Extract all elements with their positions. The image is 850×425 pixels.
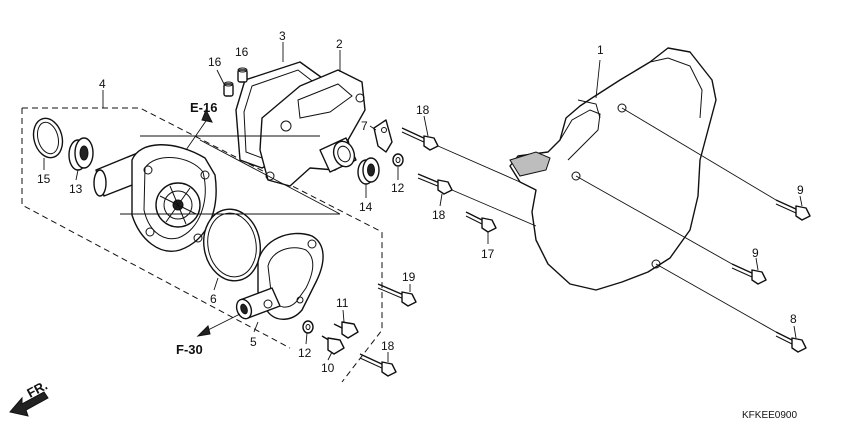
o-ring-15: [32, 117, 64, 170]
bolt-9-upper: [775, 195, 811, 221]
callout-2: 2: [336, 37, 343, 51]
crankcase-cover-1: [509, 47, 717, 291]
bolt-18-top: [401, 115, 439, 151]
callout-5: 5: [250, 335, 257, 349]
ref-f30[interactable]: F-30: [176, 342, 203, 357]
callout-18c: 18: [381, 339, 395, 353]
washer-12b: [302, 320, 314, 345]
washer-12a: [392, 153, 404, 180]
bolt-10: [321, 335, 345, 361]
dowel-pin-16b: [237, 67, 248, 83]
bolt-17: [465, 211, 497, 244]
bolt-18-mid: [417, 173, 453, 207]
ref-arrow-e16: [185, 108, 213, 151]
bolt-19: [377, 283, 417, 307]
pump-housing-2: [259, 50, 366, 187]
water-pump-body: [93, 144, 217, 252]
front-arrow-icon: [9, 391, 49, 417]
callout-12a: 12: [391, 181, 405, 195]
callout-10: 10: [321, 361, 335, 375]
callout-13: 13: [69, 182, 83, 196]
callout-14: 14: [359, 200, 373, 214]
seal-14: [357, 157, 380, 198]
assembly-4-outline: [21, 90, 383, 383]
callout-19: 19: [402, 270, 416, 284]
callout-4: 4: [99, 77, 106, 91]
callout-18a: 18: [416, 103, 430, 117]
callout-8: 8: [790, 312, 797, 326]
dowel-pin-16a: [216, 69, 234, 97]
callout-17: 17: [481, 247, 495, 261]
clamp-7: [369, 119, 393, 153]
callout-3: 3: [279, 29, 286, 43]
pump-cover-5: [235, 232, 324, 333]
callout-7: 7: [361, 119, 368, 133]
callout-9a: 9: [797, 183, 804, 197]
callout-9b: 9: [752, 246, 759, 260]
callout-12b: 12: [298, 346, 312, 360]
callout-labels: 1 2 3 4 5 6 7 8 9 9 10 11 12 12 13 14 15…: [37, 29, 804, 375]
ref-e16[interactable]: E-16: [190, 100, 217, 115]
callout-18b: 18: [432, 208, 446, 222]
callout-1: 1: [597, 43, 604, 57]
callout-16b: 16: [235, 45, 249, 59]
bolt-9-lower: [731, 257, 767, 285]
bolt-18-bottom: [359, 352, 397, 377]
bolt-8: [775, 325, 807, 353]
callout-16a: 16: [208, 55, 222, 69]
seal-13: [68, 137, 94, 181]
callout-15: 15: [37, 172, 51, 186]
callout-6: 6: [210, 292, 217, 306]
ref-arrow-f30: [196, 313, 241, 337]
alignment-lines: [120, 107, 777, 333]
callout-11: 11: [336, 296, 349, 310]
bolt-11: [333, 309, 359, 339]
o-ring-6: [203, 208, 261, 291]
diagram-code: KFKEE0900: [742, 410, 797, 421]
